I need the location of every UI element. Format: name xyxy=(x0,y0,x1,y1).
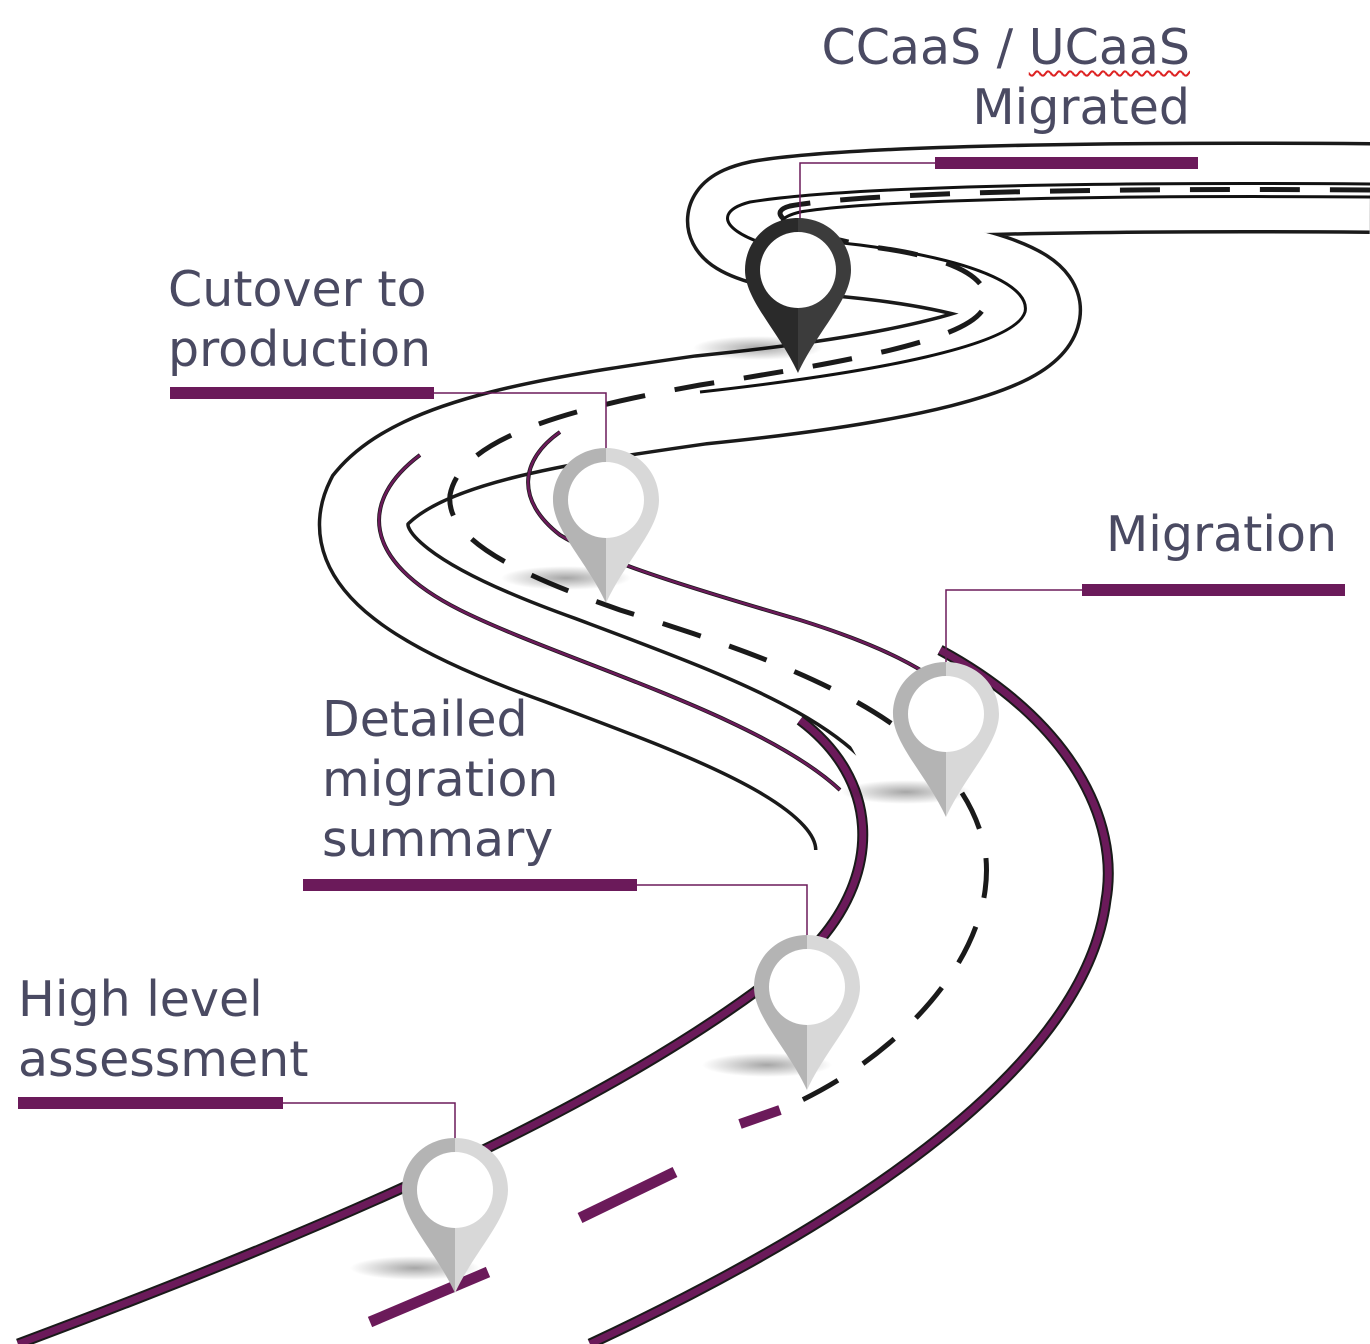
milestone-label-line: migration xyxy=(322,751,559,808)
milestone-label-line: Cutover to xyxy=(168,261,427,318)
milestone-label-line: Migration xyxy=(1106,506,1338,563)
milestone-label-detailed-migration-summary: Detailed migration summary xyxy=(322,690,558,870)
milestone-label-line: production xyxy=(168,321,432,378)
map-pin-icon xyxy=(841,662,999,817)
map-pin-icon xyxy=(702,935,860,1090)
milestone-label-line: Detailed xyxy=(322,691,528,748)
spellcheck-squiggle: UCaaS xyxy=(1028,19,1190,76)
connector-detailed xyxy=(303,879,808,950)
road-upper-edges xyxy=(377,182,1370,792)
milestone-label-cutover-to-production: Cutover to production xyxy=(168,260,431,380)
milestone-label-migration: Migration xyxy=(1106,505,1337,565)
milestone-label-ccaas-ucaas-migrated: CCaaS / UCaaS Migrated xyxy=(822,18,1191,138)
milestone-label-line: CCaaS / UCaaS xyxy=(822,18,1191,78)
road-lower xyxy=(0,620,1114,1344)
map-pin-icon xyxy=(350,1138,508,1293)
milestone-label-line: High level xyxy=(18,971,263,1028)
road-upper xyxy=(317,141,1370,854)
connector-high-level xyxy=(18,1097,456,1150)
label-text-part: CCaaS / UCaaS xyxy=(821,19,1191,76)
milestone-label-high-level-assessment: High level assessment xyxy=(18,970,308,1090)
milestone-label-line: summary xyxy=(322,811,554,868)
map-pin-icon xyxy=(501,448,659,603)
milestone-label-line: Migrated xyxy=(972,79,1190,136)
map-pin-icon xyxy=(693,218,851,373)
milestone-label-line: assessment xyxy=(18,1031,309,1088)
connector-migration xyxy=(945,584,1345,676)
connector-cutover xyxy=(170,387,607,462)
connector-ccaas xyxy=(799,157,1198,232)
road-center-dashes xyxy=(367,187,1370,1328)
